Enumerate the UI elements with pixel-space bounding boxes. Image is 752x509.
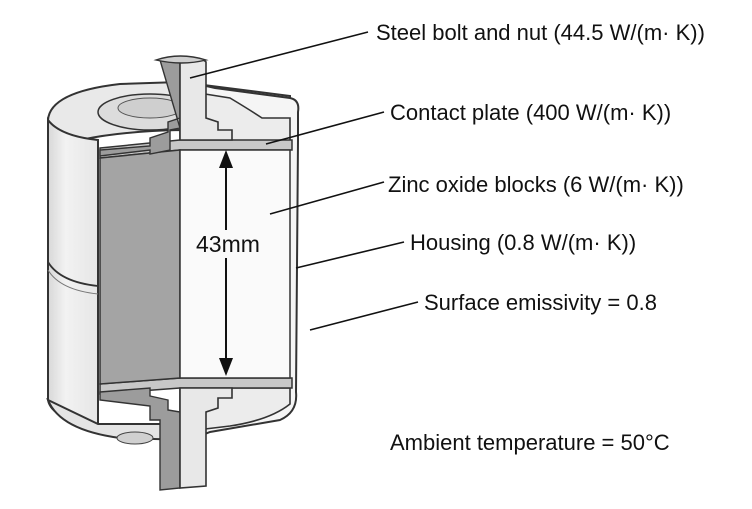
zinc-oxide-blocks — [99, 149, 291, 385]
labels: Steel bolt and nut (44.5 W/(m· K)) Conta… — [376, 20, 705, 455]
leader-bolt — [189, 31, 369, 79]
label-ambient: Ambient temperature = 50°C — [390, 430, 670, 455]
label-bolt: Steel bolt and nut (44.5 W/(m· K)) — [376, 20, 705, 45]
label-zinc-blocks: Zinc oxide blocks (6 W/(m· K)) — [388, 172, 684, 197]
leader-housing — [295, 241, 405, 269]
label-emissivity: Surface emissivity = 0.8 — [424, 290, 657, 315]
leader-emissivity — [309, 301, 419, 331]
steel-bolt — [99, 55, 233, 491]
dimension-label: 43mm — [196, 231, 260, 257]
leader-lines — [189, 31, 419, 331]
label-contact-plate: Contact plate (400 W/(m· K)) — [390, 100, 671, 125]
leader-zinc-blocks — [269, 181, 385, 215]
arrow-down-icon — [219, 358, 233, 376]
height-dimension: 43mm — [190, 150, 264, 376]
leader-contact-plate — [265, 111, 385, 145]
label-housing: Housing (0.8 W/(m· K)) — [410, 230, 636, 255]
arrow-up-icon — [219, 150, 233, 168]
